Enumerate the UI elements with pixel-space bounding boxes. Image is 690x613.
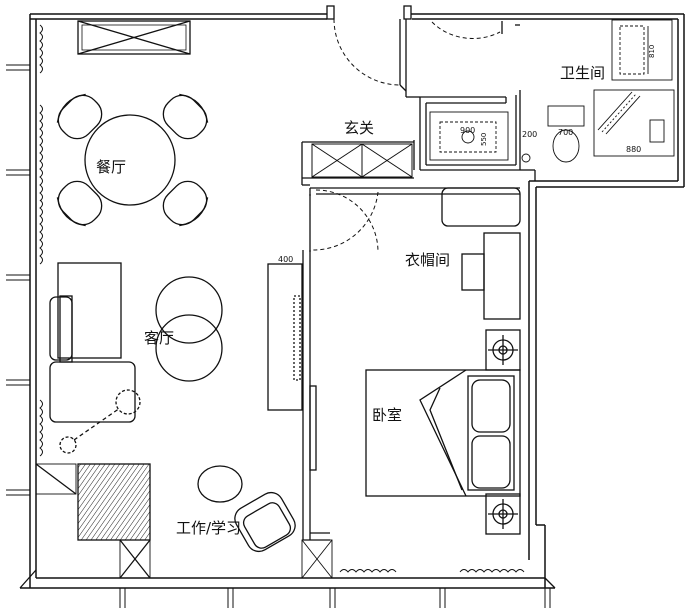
label-entry: 玄关	[344, 119, 374, 137]
label-dining: 餐厅	[96, 158, 126, 176]
curtain-left	[39, 24, 43, 457]
dim-shelf: 810	[648, 45, 656, 58]
label-living: 客厅	[144, 329, 174, 347]
corner-cabinet	[301, 539, 333, 579]
dim-gap: 200	[522, 130, 537, 139]
curtain-bottom	[339, 569, 525, 573]
dim-toilet: 700	[558, 128, 573, 137]
window-stubs	[6, 64, 551, 608]
dim-shower: 880	[626, 145, 641, 154]
dim-basin-width: 900	[460, 126, 475, 135]
dining-set	[56, 93, 209, 227]
interior-walls	[301, 24, 536, 541]
living-furniture	[49, 262, 223, 454]
dim-basin-depth: 550	[480, 133, 488, 146]
wardrobe	[441, 187, 521, 320]
top-window-unit	[77, 20, 191, 55]
bathroom-fixtures	[429, 19, 675, 163]
entry-door	[333, 18, 407, 92]
bedroom-furniture	[267, 263, 521, 535]
study-furniture	[35, 463, 296, 579]
label-bedroom: 卧室	[372, 406, 402, 424]
bedroom-door	[309, 189, 379, 253]
label-bathroom: 卫生间	[560, 64, 605, 82]
bathroom-door	[431, 21, 503, 40]
label-wardrobe: 衣帽间	[405, 251, 450, 269]
dim-wall-panel: 400	[278, 255, 293, 264]
label-study: 工作/学习	[176, 519, 241, 537]
exterior-walls	[19, 5, 685, 589]
entry-cabinet	[311, 143, 413, 178]
